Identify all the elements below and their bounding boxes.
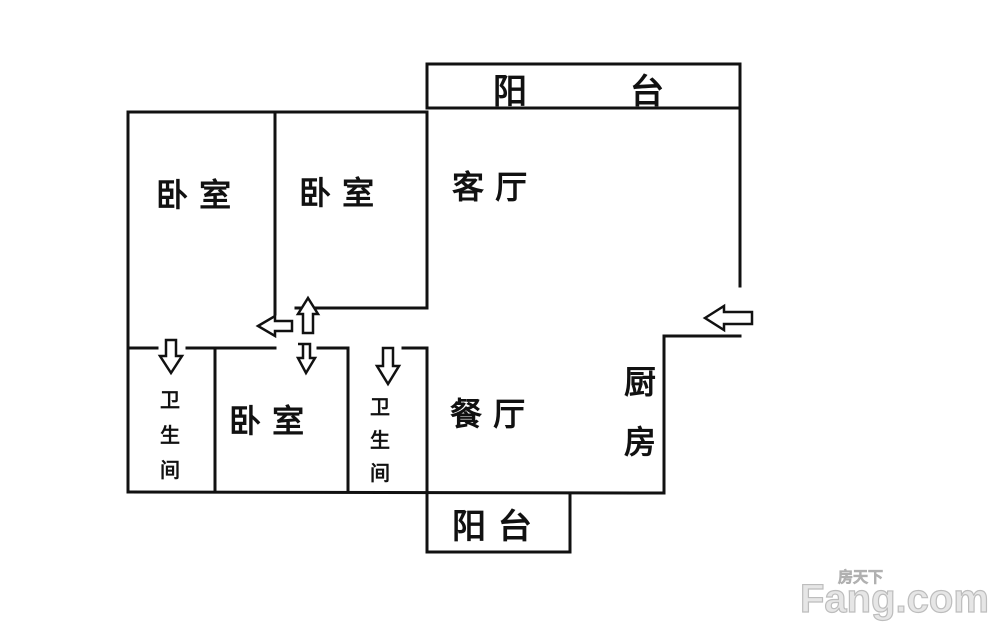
outer-wall-bottom bbox=[126, 490, 666, 495]
balcony-bottom-label: 阳 台 bbox=[452, 507, 532, 547]
entrance-arrow-icon bbox=[702, 303, 754, 333]
bathroom-2-down-arrow-icon bbox=[374, 346, 402, 387]
balcony-bottom-walls bbox=[425, 491, 572, 554]
bathroom-1-label-1: 卫 bbox=[160, 388, 180, 412]
bathroom-1-label-3: 间 bbox=[160, 458, 180, 482]
outer-wall-right-notch bbox=[662, 334, 742, 495]
bathroom-2-label-1: 卫 bbox=[370, 395, 390, 419]
walls bbox=[126, 62, 742, 554]
bedroom-3-down-arrow-icon bbox=[295, 342, 318, 376]
bathroom-1-label-2: 生 bbox=[160, 423, 180, 447]
hall-left-arrow-icon bbox=[255, 313, 294, 339]
kitchen-label-1: 厨 bbox=[624, 363, 656, 401]
watermark-cn-text: 房天下 bbox=[838, 568, 883, 586]
bathroom-1-down-arrow-icon bbox=[157, 338, 185, 376]
bedroom-2-label: 卧 室 bbox=[299, 174, 374, 212]
bathroom-2-label-3: 间 bbox=[370, 461, 390, 485]
bedroom-2-up-arrow-icon bbox=[295, 295, 321, 335]
kitchen-label-2: 房 bbox=[624, 423, 656, 461]
balcony-top-walls bbox=[425, 62, 742, 110]
bathroom-2-label-2: 生 bbox=[370, 428, 390, 452]
room-labels: 阳 台 卧 室 卧 室 卧 室 客 厅 餐 厅 厨 房 卫 生 间 卫 生 间 … bbox=[156, 72, 664, 547]
door-arrows bbox=[157, 295, 754, 387]
balcony-top-label-1: 阳 bbox=[493, 72, 527, 112]
wall-bedroom-2-living bbox=[294, 110, 429, 310]
bedroom-3-label: 卧 室 bbox=[229, 402, 304, 440]
watermark-brand-text: Fang.com bbox=[800, 577, 989, 621]
living-room-label: 客 厅 bbox=[452, 168, 527, 206]
bedroom-1-label: 卧 室 bbox=[156, 176, 231, 214]
dining-room-label: 餐 厅 bbox=[450, 395, 525, 433]
balcony-top-label-2: 台 bbox=[630, 72, 664, 112]
fang-watermark-logo: 房天下 Fang.com bbox=[799, 568, 989, 622]
